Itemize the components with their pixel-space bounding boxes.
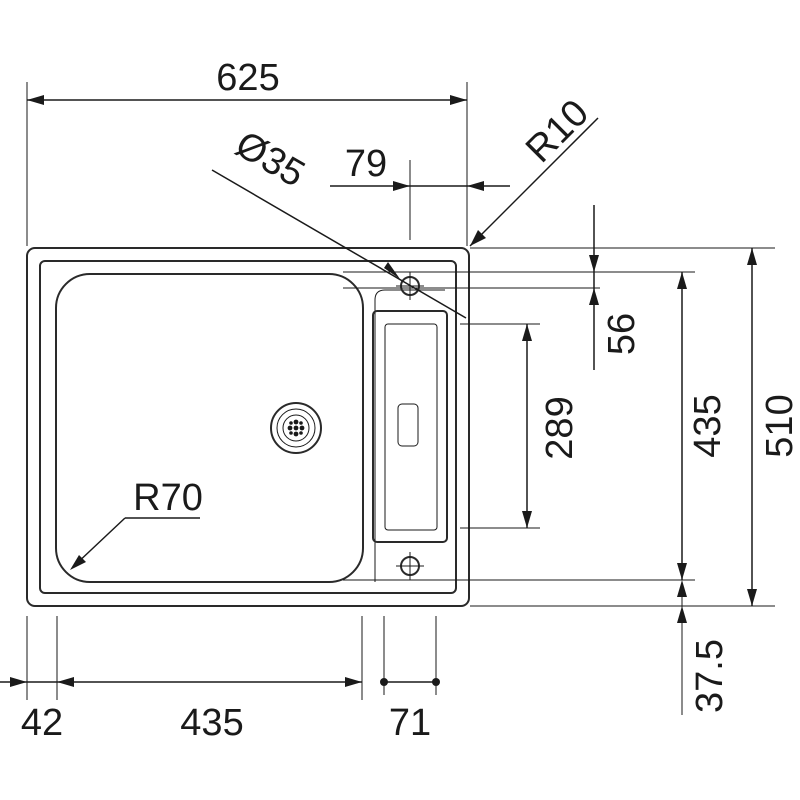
bowl — [55, 273, 364, 583]
label-bottom-offset: 37.5 — [689, 639, 731, 713]
label-overall-length: 510 — [759, 394, 800, 457]
label-drainer-width: 71 — [389, 702, 431, 744]
label-hole-spacing-top: 56 — [601, 313, 643, 355]
label-bowl-width: 435 — [180, 702, 243, 744]
dimension-lines — [0, 95, 757, 687]
label-corner-radius-small: R10 — [518, 92, 597, 171]
label-drainer-length: 289 — [539, 396, 581, 459]
label-bowl-radius: R70 — [133, 477, 203, 519]
drainer-tray — [372, 310, 448, 543]
sink-body — [26, 247, 470, 607]
extension-lines — [26, 82, 775, 715]
sink-outer-rim — [26, 247, 470, 607]
bowl-step — [374, 289, 445, 582]
drainer-slot — [397, 403, 419, 447]
drainer-inner — [384, 323, 438, 531]
sink-inner-rim — [39, 260, 457, 594]
strainer-icon — [270, 402, 322, 454]
label-hole-diameter: Ø35 — [228, 123, 311, 195]
label-overall-width: 625 — [216, 57, 279, 99]
label-tap-offset: 79 — [345, 143, 387, 185]
tap-hole-bottom — [396, 552, 424, 580]
label-left-margin: 42 — [21, 702, 63, 744]
label-bowl-length: 435 — [687, 394, 729, 457]
